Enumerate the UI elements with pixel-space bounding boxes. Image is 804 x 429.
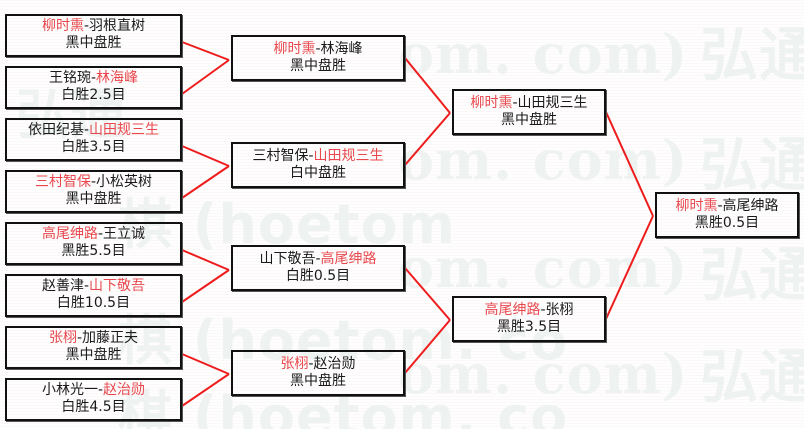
match-pairing: 小林光一-赵治勋 xyxy=(41,382,146,399)
connector-line xyxy=(404,319,451,374)
match-result: 白胜10.5目 xyxy=(56,295,131,311)
match-result: 白胜4.5目 xyxy=(61,399,126,415)
connector-line xyxy=(181,269,230,303)
match-pairing: 三村智保-小松英树 xyxy=(34,174,153,191)
player-a-name: 三村智保 xyxy=(252,147,309,164)
match-result: 白胜0.5目 xyxy=(285,267,351,284)
watermark-text: 弘通 xyxy=(700,241,804,309)
player-a-name: 王铭琬 xyxy=(48,70,91,87)
match-box[interactable]: 柳时熏-羽根直树黑中盘胜 xyxy=(5,14,182,57)
match-pairing: 张栩-赵治勋 xyxy=(280,355,356,373)
match-pairing: 三村智保-山田规三生 xyxy=(252,147,384,165)
player-b-name: 王立诚 xyxy=(103,226,146,243)
player-b-name: 山下敬吾 xyxy=(89,278,146,295)
player-a-name: 高尾绅路 xyxy=(484,301,541,318)
match-box[interactable]: 山下敬吾-高尾绅路白胜0.5目 xyxy=(231,245,405,291)
match-pairing: 高尾绅路-张栩 xyxy=(484,301,574,319)
match-pairing: 柳时熏-林海峰 xyxy=(273,40,363,58)
match-box[interactable]: 张栩-加藤正夫黑中盘胜 xyxy=(5,326,182,369)
connector-line xyxy=(181,59,230,95)
player-b-name: 山田规三生 xyxy=(517,94,588,111)
match-box[interactable]: 依田纪基-山田规三生白胜3.5目 xyxy=(5,118,182,161)
connector-line xyxy=(404,112,451,166)
player-b-name: 赵治勋 xyxy=(313,355,356,372)
player-b-name: 高尾绅路 xyxy=(320,250,377,267)
player-a-name: 小林光一 xyxy=(41,382,98,399)
watermark-text: 弘通 xyxy=(700,21,804,89)
watermark-text: om. com) xyxy=(398,22,689,86)
player-a-name: 三村智保 xyxy=(34,174,91,191)
match-pairing: 高尾绅路-王立诚 xyxy=(41,226,146,243)
connector-line xyxy=(404,57,451,114)
player-a-name: 柳时熏 xyxy=(41,18,84,35)
player-b-name: 山田规三生 xyxy=(89,122,160,139)
match-pairing: 赵善津-山下敬吾 xyxy=(41,278,146,295)
match-result: 黑中盘胜 xyxy=(65,191,122,207)
match-box[interactable]: 小林光一-赵治勋白胜4.5目 xyxy=(5,378,182,421)
match-pairing: 张栩-加藤正夫 xyxy=(48,330,139,347)
match-pairing: 山下敬吾-高尾绅路 xyxy=(259,250,377,268)
connector-line xyxy=(181,373,230,407)
match-box[interactable]: 三村智保-山田规三生白中盘胜 xyxy=(231,142,405,188)
connector-line xyxy=(181,353,230,375)
match-box[interactable]: 三村智保-小松英树黑中盘胜 xyxy=(5,170,182,213)
match-box[interactable]: 柳时熏-林海峰黑中盘胜 xyxy=(231,35,405,81)
match-result: 黑胜5.5目 xyxy=(61,243,126,259)
player-b-name: 高尾绅路 xyxy=(722,197,779,214)
player-a-name: 张栩 xyxy=(280,355,309,372)
player-a-name: 依田纪基 xyxy=(27,122,84,139)
watermark-text: 弘通 xyxy=(700,131,804,199)
player-b-name: 赵治勋 xyxy=(103,382,146,399)
match-box[interactable]: 柳时熏-山田规三生黑中盘胜 xyxy=(452,89,606,135)
player-a-name: 高尾绅路 xyxy=(41,226,98,243)
match-box[interactable]: 高尾绅路-张栩黑胜3.5目 xyxy=(452,296,606,342)
player-a-name: 柳时熏 xyxy=(470,94,513,111)
watermark-text: om. com) xyxy=(398,128,689,192)
connector-line xyxy=(181,249,230,271)
connector-line xyxy=(605,111,654,217)
match-result: 黑中盘胜 xyxy=(290,57,346,74)
connector-line xyxy=(404,267,451,321)
player-b-name: 山田规三生 xyxy=(313,147,384,164)
match-result: 黑胜0.5目 xyxy=(694,214,760,231)
player-a-name: 柳时熏 xyxy=(675,197,718,214)
match-result: 黑胜3.5目 xyxy=(496,318,562,335)
match-result: 白中盘胜 xyxy=(290,164,346,181)
match-result: 黑中盘胜 xyxy=(65,35,122,51)
match-result: 黑中盘胜 xyxy=(65,347,122,363)
player-a-name: 赵善津 xyxy=(41,278,84,295)
watermark-text: 弘通 xyxy=(700,343,804,411)
player-a-name: 张栩 xyxy=(48,330,77,347)
player-b-name: 羽根直树 xyxy=(89,18,146,35)
match-box[interactable]: 张栩-赵治勋黑中盘胜 xyxy=(231,350,405,396)
match-pairing: 王铭琬-林海峰 xyxy=(48,70,139,87)
match-box[interactable]: 高尾绅路-王立诚黑胜5.5目 xyxy=(5,222,182,265)
match-box[interactable]: 王铭琬-林海峰白胜2.5目 xyxy=(5,66,182,109)
match-pairing: 柳时熏-山田规三生 xyxy=(470,94,588,112)
connector-line xyxy=(605,215,654,320)
match-pairing: 依田纪基-山田规三生 xyxy=(27,122,160,139)
connector-line xyxy=(181,165,230,199)
match-result: 黑中盘胜 xyxy=(290,372,346,389)
match-pairing: 柳时熏-高尾绅路 xyxy=(675,197,779,215)
connector-line xyxy=(181,145,230,167)
player-b-name: 加藤正夫 xyxy=(82,330,139,347)
player-b-name: 林海峰 xyxy=(96,70,139,87)
player-b-name: 林海峰 xyxy=(320,40,363,57)
match-result: 黑中盘胜 xyxy=(501,111,557,128)
match-box[interactable]: 柳时熏-高尾绅路黑胜0.5目 xyxy=(655,192,799,238)
match-result: 白胜3.5目 xyxy=(61,139,126,155)
match-pairing: 柳时熏-羽根直树 xyxy=(41,18,146,35)
match-box[interactable]: 赵善津-山下敬吾白胜10.5目 xyxy=(5,274,182,317)
player-a-name: 山下敬吾 xyxy=(259,250,316,267)
player-a-name: 柳时熏 xyxy=(273,40,316,57)
watermark-text: om. com) xyxy=(398,236,689,300)
watermark-text: om. com) xyxy=(398,342,689,406)
player-b-name: 张栩 xyxy=(545,301,574,318)
match-result: 白胜2.5目 xyxy=(61,87,126,103)
player-b-name: 小松英树 xyxy=(96,174,153,191)
connector-line xyxy=(181,41,230,61)
